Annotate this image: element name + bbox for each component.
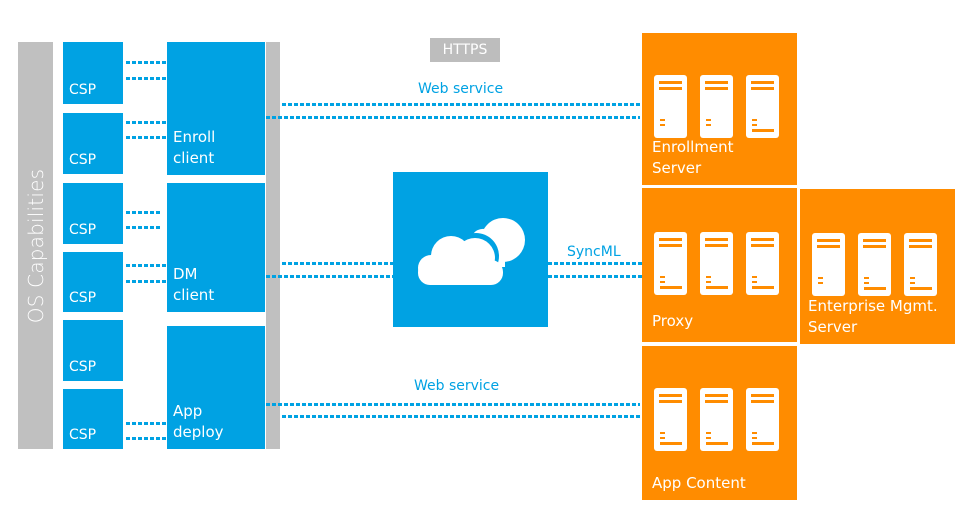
csp-box: CSP	[63, 252, 123, 312]
csp-label: CSP	[69, 222, 97, 238]
csp-connector	[126, 61, 166, 64]
server-rack-icon	[700, 232, 733, 295]
csp-box: CSP	[63, 42, 123, 104]
server-rack-group	[654, 388, 779, 451]
csp-connector	[126, 264, 166, 267]
dm-cloud-line	[282, 262, 393, 265]
csp-connector	[126, 77, 166, 80]
server-rack-icon	[654, 388, 687, 451]
csp-connector	[126, 136, 166, 139]
server-rack-icon	[812, 233, 845, 296]
server-rack-icon	[654, 232, 687, 295]
os-capabilities-label: OS Capabilities	[23, 168, 48, 323]
csp-box: CSP	[63, 113, 123, 174]
client-boundary-bar	[266, 42, 280, 449]
enrollment-server-label: Enrollment Server	[652, 138, 734, 177]
proxy-label: Proxy	[652, 312, 694, 330]
csp-connector	[126, 211, 162, 214]
server-rack-icon	[858, 233, 891, 296]
web-service-label-bottom: Web service	[414, 378, 500, 394]
csp-connector	[126, 121, 166, 124]
app-deploy-label: App deploy	[173, 402, 224, 441]
syncml-line	[548, 275, 642, 278]
csp-box: CSP	[63, 183, 123, 244]
web-service-line	[266, 403, 640, 406]
dm-cloud-line	[266, 275, 393, 278]
https-badge: HTTPS	[430, 38, 500, 62]
cloud-service-box	[393, 172, 548, 327]
csp-label: CSP	[69, 82, 97, 98]
server-rack-icon	[700, 388, 733, 451]
os-capabilities-bar: OS Capabilities	[18, 42, 53, 449]
web-service-line	[266, 116, 640, 119]
server-rack-icon	[746, 232, 779, 295]
syncml-label: SyncML	[567, 244, 621, 260]
server-rack-group	[654, 232, 779, 295]
server-rack-group	[812, 233, 937, 296]
dm-client-box: DM client	[167, 183, 265, 312]
enterprise-mgmt-server-label: Enterprise Mgmt. Server	[808, 297, 938, 336]
dm-client-label: DM client	[173, 265, 215, 304]
server-rack-icon	[746, 388, 779, 451]
csp-box: CSP	[63, 320, 123, 381]
web-service-line	[282, 103, 640, 106]
web-service-label-top: Web service	[418, 81, 504, 97]
csp-connector	[126, 226, 162, 229]
server-rack-icon	[904, 233, 937, 296]
csp-connector	[126, 437, 166, 440]
csp-label: CSP	[69, 290, 97, 306]
enroll-client-label: Enroll client	[173, 128, 216, 167]
server-rack-icon	[700, 75, 733, 138]
proxy-server-box: Proxy	[642, 188, 797, 342]
csp-connector	[126, 422, 166, 425]
app-deploy-box: App deploy	[167, 326, 265, 449]
csp-label: CSP	[69, 359, 97, 375]
enterprise-mgmt-server-box: Enterprise Mgmt. Server	[800, 189, 955, 344]
csp-label: CSP	[69, 427, 97, 443]
web-service-line	[282, 415, 640, 418]
server-rack-group	[654, 75, 779, 138]
server-rack-icon	[746, 75, 779, 138]
server-rack-icon	[654, 75, 687, 138]
cloud-icon	[413, 218, 525, 287]
csp-connector	[126, 280, 166, 283]
csp-label: CSP	[69, 152, 97, 168]
app-content-label: App Content	[652, 474, 746, 492]
enroll-client-box: Enroll client	[167, 42, 265, 175]
syncml-line	[548, 262, 642, 265]
enrollment-server-box: Enrollment Server	[642, 33, 797, 185]
app-content-server-box: App Content	[642, 346, 797, 500]
csp-box: CSP	[63, 389, 123, 449]
